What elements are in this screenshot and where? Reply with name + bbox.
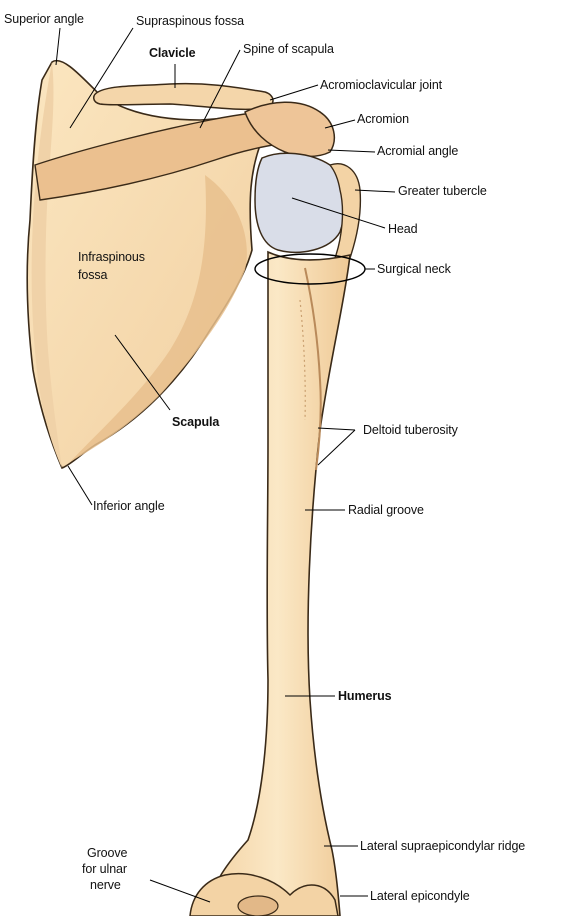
label-groove-ulnar-2: for ulnar [82,862,127,876]
label-supraspinous-fossa: Supraspinous fossa [136,14,244,28]
label-scapula: Scapula [172,415,219,429]
leader-deltoid-tuberosity-1 [318,428,355,430]
label-deltoid-tuberosity: Deltoid tuberosity [363,423,458,437]
clavicle-shape [94,84,273,110]
leader-deltoid-tuberosity-2 [318,430,355,465]
humerus-shaft-shape [205,252,350,916]
label-acromial-angle: Acromial angle [377,144,458,158]
label-greater-tubercle: Greater tubercle [398,184,487,198]
leader-acromial-angle [328,150,375,152]
label-lateral-epicondyle: Lateral epicondyle [370,889,470,903]
olecranon-fossa [238,896,278,916]
label-groove-ulnar-3: nerve [90,878,121,892]
label-clavicle: Clavicle [149,46,195,60]
leader-acromioclavicular-joint [270,85,318,100]
label-radial-groove: Radial groove [348,503,424,517]
label-lateral-supraepicondylar-ridge: Lateral supraepicondylar ridge [360,839,525,853]
leader-inferior-angle [68,466,92,505]
label-surgical-neck: Surgical neck [377,262,451,276]
label-infraspinous-fossa-1: Infraspinous [78,250,145,264]
label-infraspinous-fossa-2: fossa [78,268,107,282]
humeral-head-shape [255,153,344,252]
label-acromion: Acromion [357,112,409,126]
label-groove-ulnar-1: Groove [87,846,127,860]
leader-greater-tubercle [355,190,395,192]
label-superior-angle: Superior angle [4,12,84,26]
label-head: Head [388,222,417,236]
label-acromioclavicular-joint: Acromioclavicular joint [320,78,442,92]
label-spine-of-scapula: Spine of scapula [243,42,334,56]
label-inferior-angle: Inferior angle [93,499,165,513]
label-humerus: Humerus [338,689,391,703]
leader-superior-angle [56,28,60,65]
